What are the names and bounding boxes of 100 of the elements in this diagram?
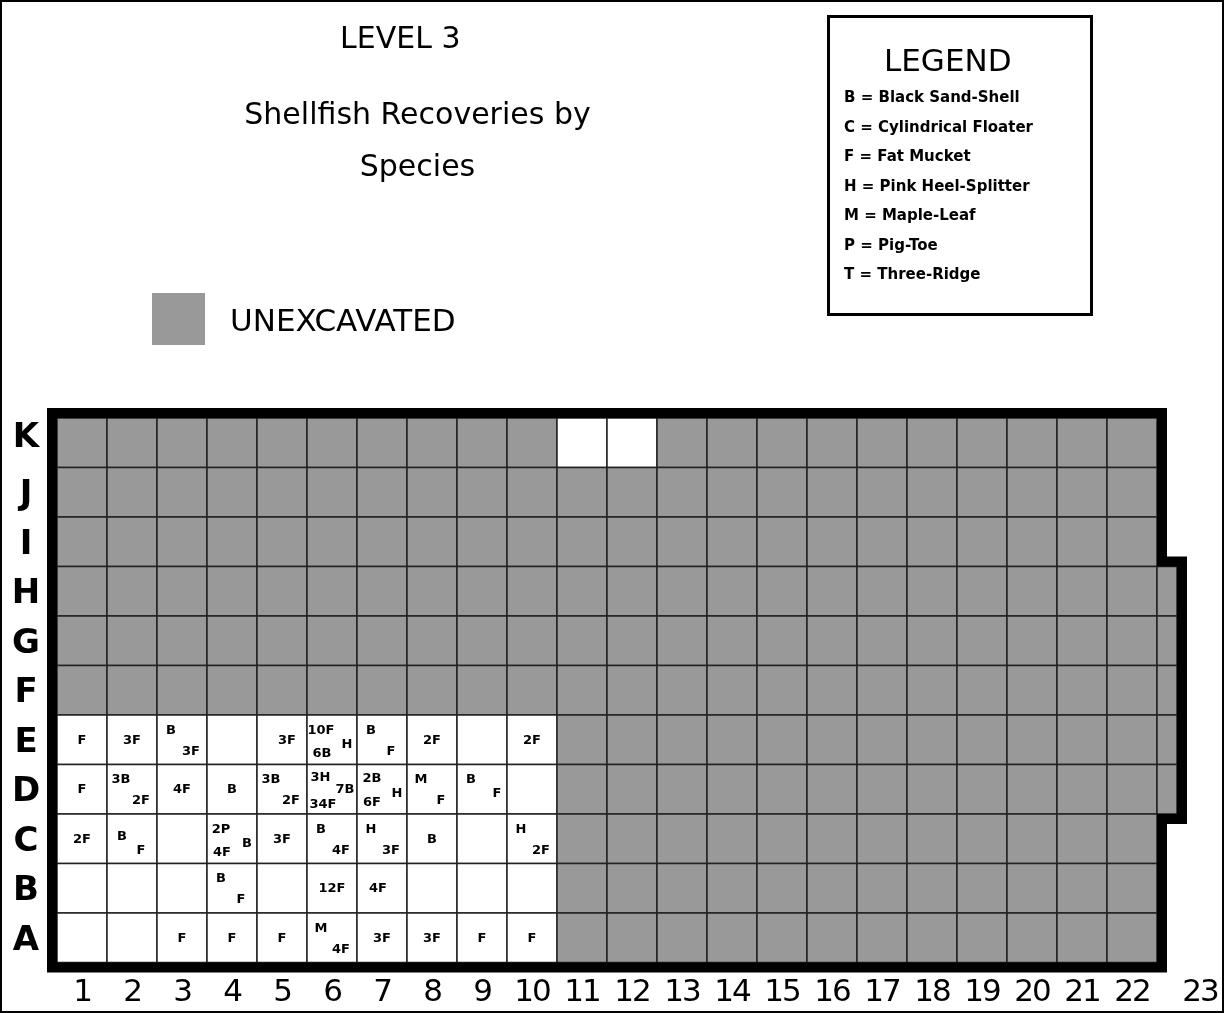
species-count: 3B (261, 772, 281, 787)
column-label: 19 (964, 972, 1000, 1008)
species-count: 2F (132, 793, 150, 808)
row-label: H (11, 571, 41, 612)
species-count: 3F (373, 930, 391, 945)
species-count: F (492, 786, 502, 801)
species-count: H (391, 786, 403, 801)
species-count: M (314, 920, 328, 935)
legend-entry: B = Black Sand-Shell (844, 88, 1020, 106)
species-count: F (277, 930, 287, 945)
legend-entry: T = Three-Ridge (844, 265, 981, 283)
legend-entry: F = Fat Mucket (844, 147, 971, 165)
row-label: K (12, 414, 40, 455)
species-count: 3F (423, 930, 441, 945)
species-count: B (117, 829, 127, 844)
species-count: B (466, 772, 476, 787)
species-count: 4F (173, 782, 191, 797)
species-count: 2B (362, 771, 382, 786)
legend-heading: LEGEND (884, 42, 1012, 78)
row-label: A (12, 917, 40, 958)
column-label: 7 (373, 972, 391, 1008)
column-label: 10 (514, 972, 550, 1008)
column-label: 9 (473, 972, 491, 1008)
species-count: F (236, 892, 246, 907)
species-count: B (242, 835, 252, 850)
species-count: 2F (523, 732, 541, 747)
row-label: I (19, 521, 33, 562)
species-count: 10F (307, 722, 335, 737)
species-count: H (365, 821, 377, 836)
species-count: 2P (211, 821, 231, 836)
species-count: F (77, 782, 87, 797)
column-label: 15 (764, 972, 800, 1008)
legend-entry: C = Cylindrical Floater (844, 117, 1033, 136)
column-label: 17 (864, 972, 900, 1008)
species-count: F (77, 732, 87, 747)
species-count: F (227, 930, 237, 945)
species-count: 3F (273, 831, 291, 846)
legend-entry: P = Pig-Toe (844, 235, 938, 254)
species-count: 7B (335, 782, 355, 797)
column-label: 8 (423, 972, 441, 1008)
species-count: H (341, 736, 353, 751)
column-label: 22 (1114, 972, 1150, 1008)
species-count: 3F (182, 743, 200, 758)
species-count: 6B (312, 745, 332, 760)
species-count: B (227, 782, 237, 797)
row-label: J (19, 472, 33, 513)
column-label: 11 (564, 972, 600, 1008)
species-count: 3F (382, 842, 400, 857)
row-label: E (14, 719, 38, 760)
column-label: 14 (714, 972, 750, 1008)
row-label: F (14, 670, 38, 711)
species-count: 34F (309, 797, 337, 812)
column-label: 20 (1014, 972, 1050, 1008)
column-label: 3 (173, 972, 191, 1008)
species-count: B (216, 871, 226, 886)
species-count: 3H (310, 770, 331, 785)
species-count: 2F (423, 732, 441, 747)
row-label: G (12, 620, 40, 661)
species-count: F (136, 842, 146, 857)
row-label: C (13, 818, 39, 859)
title: LEVEL 3 (340, 20, 461, 56)
row-label: D (11, 769, 41, 810)
column-label: 5 (273, 972, 291, 1008)
species-count: 4F (332, 941, 350, 956)
species-count: 12F (318, 881, 346, 896)
column-label: 4 (223, 972, 241, 1008)
column-label: 16 (814, 972, 850, 1008)
legend-entry: H = Pink Heel-Splitter (844, 176, 1030, 195)
column-label: 21 (1064, 972, 1100, 1008)
subtitle: Shellfish Recoveries by Species (243, 95, 592, 185)
species-count: F (477, 930, 487, 945)
column-label: 2 (123, 972, 141, 1008)
species-count: B (427, 831, 437, 846)
column-label: 13 (664, 972, 700, 1008)
species-count: 3F (123, 732, 141, 747)
species-count: 2F (73, 831, 91, 846)
species-count: M (414, 772, 428, 787)
species-count: F (527, 930, 537, 945)
species-count: 4F (332, 842, 350, 857)
species-count: 2F (532, 842, 550, 857)
species-count: F (436, 793, 446, 808)
species-count: F (386, 743, 396, 758)
species-count: B (166, 722, 176, 737)
column-label: 6 (323, 972, 341, 1008)
column-label: 12 (614, 972, 650, 1008)
column-label: 1 (73, 972, 91, 1008)
species-count: 6F (363, 795, 381, 810)
species-count: 3B (111, 772, 131, 787)
species-count: 2F (282, 793, 300, 808)
species-count: 4F (213, 844, 231, 859)
row-label: B (13, 868, 39, 909)
legend-box (827, 15, 1093, 316)
species-count: F (177, 930, 187, 945)
species-count: 4F (369, 881, 387, 896)
column-label: 18 (914, 972, 950, 1008)
legend-entry: M = Maple-Leaf (844, 206, 976, 224)
species-count: B (316, 821, 326, 836)
column-label: 23 (1182, 972, 1218, 1008)
species-count: H (515, 821, 527, 836)
species-count: 3F (278, 732, 296, 747)
